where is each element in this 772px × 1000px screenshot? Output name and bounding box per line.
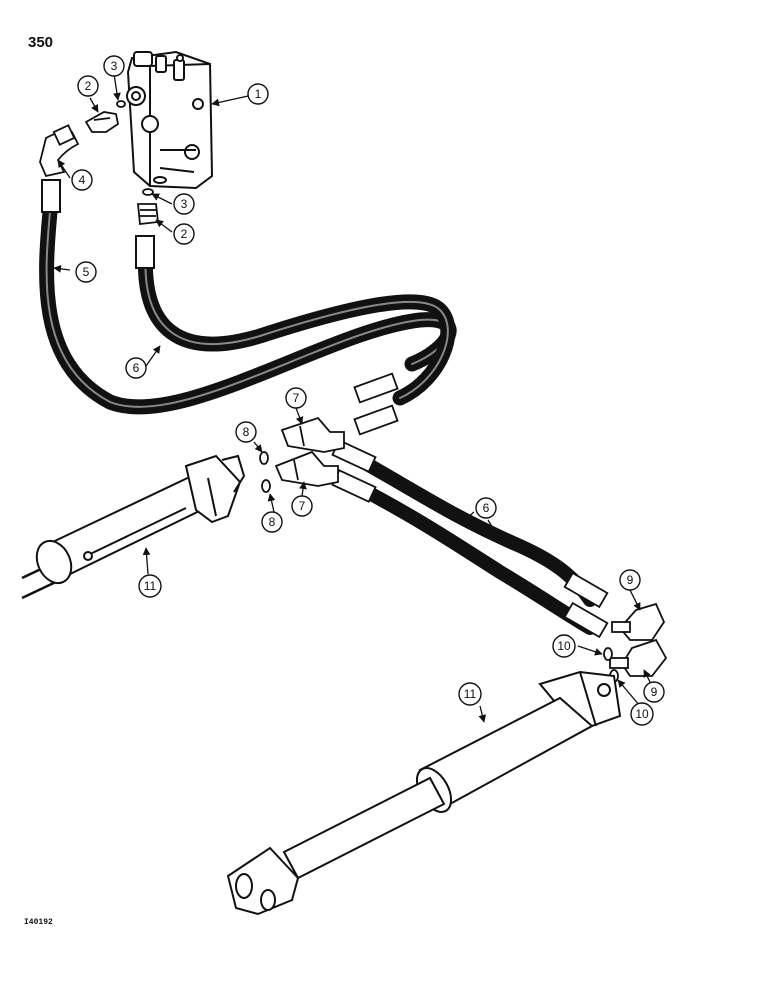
svg-text:4: 4 — [79, 173, 86, 187]
svg-text:7: 7 — [293, 391, 300, 405]
svg-text:8: 8 — [269, 515, 276, 529]
hose-6-lower — [353, 453, 597, 635]
hose-5 — [39, 179, 457, 415]
callout-10-upper: 10 — [552, 634, 576, 658]
svg-text:9: 9 — [627, 573, 634, 587]
tee-fittings — [274, 416, 345, 487]
svg-text:2: 2 — [85, 79, 92, 93]
callout-11-right: 11 — [458, 682, 482, 706]
page-number: 350 — [28, 34, 54, 51]
elbow-fitting — [39, 124, 80, 178]
callout-10-lower: 10 — [630, 702, 654, 726]
callout-7-lower: 7 — [291, 495, 313, 517]
svg-text:3: 3 — [111, 59, 118, 73]
callout-5: 5 — [75, 261, 97, 283]
hose-upper-ends — [353, 372, 399, 436]
callout-2-lower: 2 — [173, 223, 195, 245]
callout-1: 1 — [247, 83, 269, 105]
o-rings-8 — [259, 451, 271, 493]
hose-6-upper — [135, 235, 456, 406]
callout-4: 4 — [71, 169, 93, 191]
figure-code: I40192 — [24, 918, 53, 927]
callout-8-upper: 8 — [235, 421, 257, 443]
callout-9-upper: 9 — [619, 569, 641, 591]
right-cylinder — [226, 670, 622, 916]
svg-text:6: 6 — [483, 501, 490, 515]
callout-3-upper: 3 — [103, 55, 125, 77]
svg-text:11: 11 — [464, 687, 477, 701]
svg-text:6: 6 — [133, 361, 140, 375]
callout-7-upper: 7 — [285, 387, 307, 409]
svg-text:2: 2 — [181, 227, 188, 241]
svg-text:1: 1 — [255, 87, 262, 101]
callout-11-left: 11 — [138, 574, 162, 598]
callout-3-lower: 3 — [173, 193, 195, 215]
upper-adapter-fitting — [84, 100, 126, 133]
callout-6-upper: 6 — [125, 357, 147, 379]
callout-2-upper: 2 — [77, 75, 99, 97]
control-valve — [126, 50, 214, 190]
right-elbow-fittings — [603, 602, 668, 683]
svg-text:8: 8 — [243, 425, 250, 439]
callout-8-lower: 8 — [261, 511, 283, 533]
callout-9-lower: 9 — [643, 681, 665, 703]
left-cylinder — [21, 454, 246, 600]
svg-text:9: 9 — [651, 685, 658, 699]
svg-text:10: 10 — [635, 707, 649, 721]
lower-adapter-fitting — [137, 188, 159, 225]
svg-text:3: 3 — [181, 197, 188, 211]
svg-text:10: 10 — [557, 639, 571, 653]
svg-text:5: 5 — [83, 265, 90, 279]
svg-text:7: 7 — [299, 499, 306, 513]
svg-text:11: 11 — [144, 579, 157, 593]
callout-6-lower: 6 — [475, 497, 497, 519]
leader-lines — [53, 73, 653, 723]
